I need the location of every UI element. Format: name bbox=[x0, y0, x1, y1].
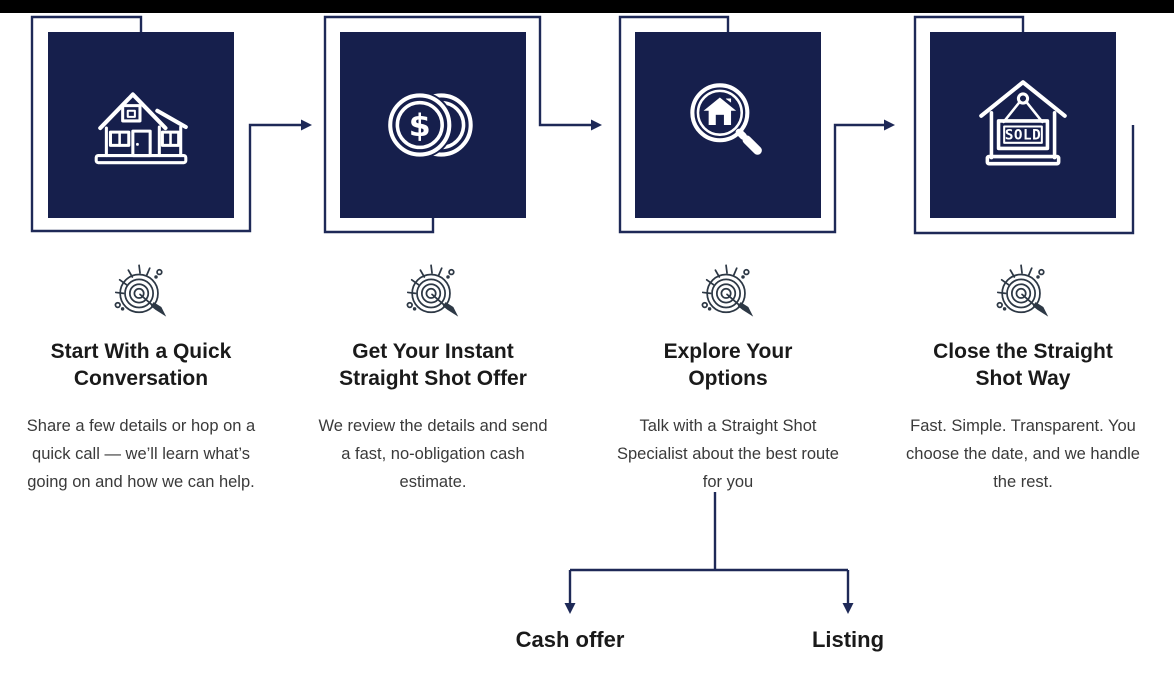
target-arrow-icon bbox=[406, 264, 459, 317]
target-arrow-icon bbox=[701, 264, 754, 317]
house-glyph bbox=[703, 97, 737, 125]
step4-column: Close the Straight Shot Way Fast. Simple… bbox=[888, 262, 1158, 496]
target-arrow-icon bbox=[114, 264, 167, 317]
step4-description: Fast. Simple. Transparent. You choose th… bbox=[906, 417, 1140, 491]
step2-column: Get Your Instant Straight Shot Offer We … bbox=[298, 262, 568, 496]
target-arrow-icon bbox=[996, 264, 1049, 317]
magnifier-house-icon bbox=[690, 83, 762, 155]
dollar-symbol: $ bbox=[409, 108, 431, 144]
branch-label-listing: Listing bbox=[811, 627, 885, 652]
house-icon bbox=[94, 92, 188, 165]
arrowhead-listing bbox=[842, 603, 854, 614]
step4-title: Close the Straight Shot Way bbox=[933, 340, 1113, 390]
card4-frame-line bbox=[913, 15, 1135, 235]
step1-title: Start With a Quick Conversation bbox=[50, 340, 232, 390]
sold-sign-icon: SOLD bbox=[979, 80, 1067, 166]
step1-description: Share a few details or hop on a quick ca… bbox=[26, 417, 256, 491]
arrowhead-step2-3 bbox=[591, 119, 602, 131]
dollar-coins-icon: $ bbox=[386, 91, 473, 159]
step2-card: $ bbox=[340, 32, 526, 218]
step3-column: Explore Your Options Talk with a Straigh… bbox=[593, 262, 863, 496]
step1-column: Start With a Quick Conversation Share a … bbox=[6, 262, 276, 496]
step2-description: We review the details and send a fast, n… bbox=[318, 417, 548, 491]
sold-text: SOLD bbox=[1005, 127, 1041, 143]
card1-frame-line bbox=[30, 15, 301, 233]
arrowhead-cash-offer bbox=[564, 603, 576, 614]
top-black-bar bbox=[0, 0, 1174, 13]
step4-card: SOLD bbox=[930, 32, 1116, 218]
branch-lines bbox=[568, 492, 850, 603]
card2-frame-line bbox=[323, 15, 591, 234]
step3-description: Talk with a Straight Shot Specialist abo… bbox=[617, 417, 839, 491]
step3-card bbox=[635, 32, 821, 218]
step1-card bbox=[48, 32, 234, 218]
step2-title: Get Your Instant Straight Shot Offer bbox=[339, 340, 527, 390]
arrowhead-step1-2 bbox=[301, 119, 312, 131]
branch-label-cash-offer: Cash offer bbox=[515, 627, 625, 652]
arrowhead-step3-4 bbox=[884, 119, 895, 131]
card3-frame-line bbox=[618, 15, 884, 234]
step3-title: Explore Your Options bbox=[663, 340, 793, 390]
